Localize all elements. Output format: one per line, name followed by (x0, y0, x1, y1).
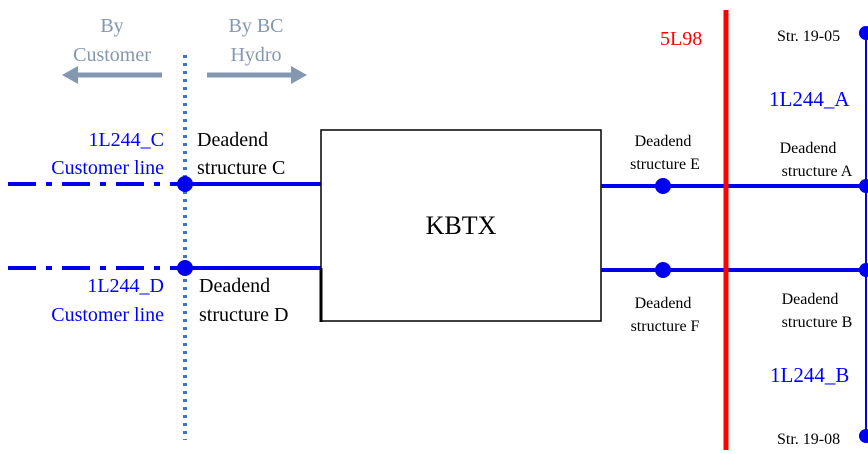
line-1l244-c-label: 1L244_C (88, 129, 164, 151)
str-19-05-label: Str. 19-05 (777, 28, 840, 45)
deadend-c-label-line2: structure C (197, 157, 285, 179)
deadend-d-label-line2: structure D (199, 304, 288, 326)
str-19-05-dot (859, 26, 868, 40)
line-1l244-b-label: 1L244_B (770, 363, 849, 387)
deadend-structure-e-dot (655, 178, 671, 194)
customer-line-c-label: Customer line (51, 157, 164, 179)
line-1l244-d-label: 1L244_D (87, 275, 164, 297)
deadend-d-label-line1: Deadend (199, 275, 270, 297)
by-customer-arrow (62, 66, 162, 84)
deadend-c-label-line1: Deadend (197, 129, 268, 151)
deadend-structure-c-dot (177, 176, 193, 192)
deadend-e-label-line1: Deadend (635, 133, 692, 150)
by-customer-label-line2: Customer (73, 44, 151, 66)
deadend-f-label-line1: Deadend (635, 295, 692, 312)
kbtx-substation-box (320, 129, 602, 322)
deadend-a-label-line2: structure A (782, 163, 853, 180)
line-1l244-a-label: 1L244_A (769, 87, 850, 111)
by-customer-label-line1: By (100, 15, 123, 37)
deadend-structure-f-dot (655, 262, 671, 278)
deadend-b-label-line2: structure B (782, 314, 853, 331)
line-5l98-label: 5L98 (660, 28, 702, 50)
str-19-08-label: Str. 19-08 (777, 431, 840, 448)
by-bchydro-label-line1: By BC (228, 15, 283, 37)
customer-line-d-label: Customer line (51, 304, 164, 326)
deadend-structure-b-dot (859, 263, 868, 277)
by-bchydro-label-line2: Hydro (230, 44, 281, 66)
deadend-structure-a-dot (859, 179, 868, 193)
deadend-a-label-line1: Deadend (780, 140, 837, 157)
deadend-b-label-line1: Deadend (782, 291, 839, 308)
deadend-f-label-line2: structure F (631, 318, 700, 335)
deadend-e-label-line2: structure E (630, 156, 700, 173)
kbtx-label: KBTX (426, 211, 497, 240)
deadend-structure-d-dot (177, 260, 193, 276)
str-19-08-dot (859, 429, 868, 443)
by-bchydro-arrow (207, 66, 307, 84)
